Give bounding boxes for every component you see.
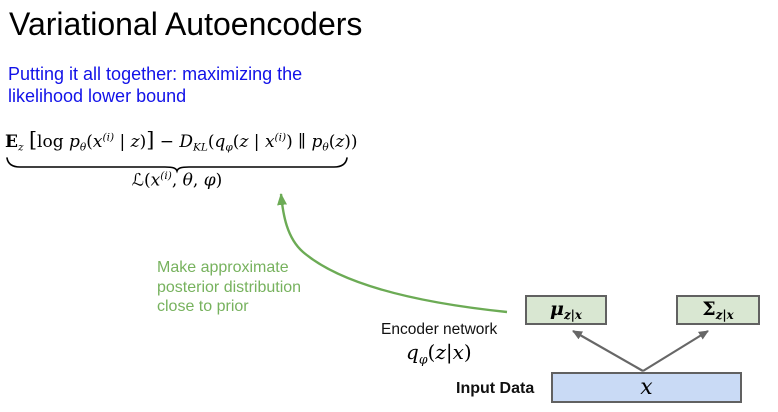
sigma-box: Σz|x (676, 295, 760, 325)
input-to-sigma-arrow (642, 330, 709, 372)
encoder-formula: qφ(z|x) (406, 340, 472, 367)
mu-box: μz|x (525, 295, 607, 325)
subtitle-text: Putting it all together: maximizing the … (8, 64, 303, 106)
encoder-network-label: Encoder network (381, 321, 498, 338)
sigma-label: Σz|x (702, 297, 734, 323)
input-data-label: Input Data (456, 380, 535, 397)
mu-label: μz|x (550, 297, 582, 323)
page-title: Variational Autoencoders (9, 6, 363, 42)
elbo-formula: Ez [log pθ(x(i) | z)] − DKL(qφ(z | x(i))… (5, 128, 358, 154)
input-to-mu-arrow (572, 330, 644, 372)
elbo-lowerbound-label: ℒ(x(i), θ, φ) (131, 170, 223, 191)
input-data-box: x (551, 372, 742, 403)
kl-annotation-text: Make approximate posterior distribution … (157, 259, 302, 315)
kl-prior-arrow (277, 193, 508, 314)
input-x-label: x (640, 375, 653, 400)
elbo-underbrace (6, 157, 348, 174)
